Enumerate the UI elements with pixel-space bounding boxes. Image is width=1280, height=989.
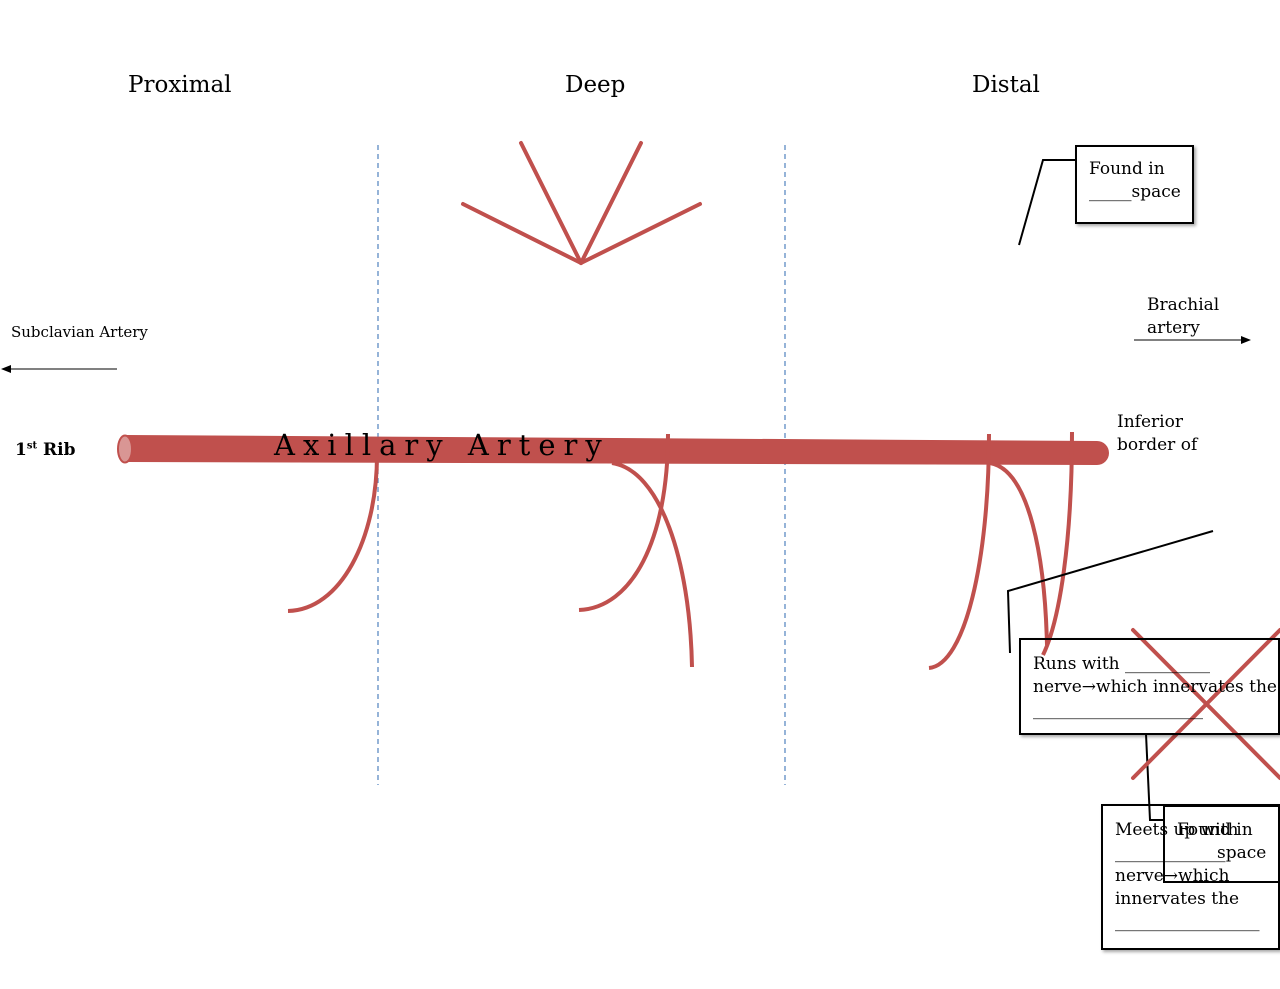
region-heading-proximal: Proximal (128, 72, 232, 98)
third-part-branches (928, 431, 1074, 670)
deep-branch-fan (461, 141, 702, 265)
axillary-artery-title: Axillary Artery (274, 428, 610, 462)
axillary-artery (117, 434, 1109, 465)
region-heading-distal: Distal (972, 72, 1040, 98)
callout-line-middle (1006, 530, 1214, 654)
subclavian-artery-label: Subclavian Artery (11, 323, 148, 341)
brachial-artery-label: Brachial artery (1147, 295, 1220, 338)
inferior-border-label: Inferior border of (1117, 412, 1198, 455)
found-in-space-box-top: Found in _____space (1075, 145, 1194, 224)
cross-out-mark (1131, 628, 1280, 780)
second-part-branches (578, 433, 694, 668)
proximal-branch (287, 454, 379, 613)
found-in-space-box-bottom: Found in space (1163, 805, 1280, 883)
callout-line-top (1018, 159, 1076, 246)
region-heading-deep: Deep (565, 72, 626, 98)
first-rib-label: 1st Rib (15, 440, 76, 460)
runs-with-nerve-box: Runs with __________ nerve→which innerva… (1019, 638, 1280, 735)
